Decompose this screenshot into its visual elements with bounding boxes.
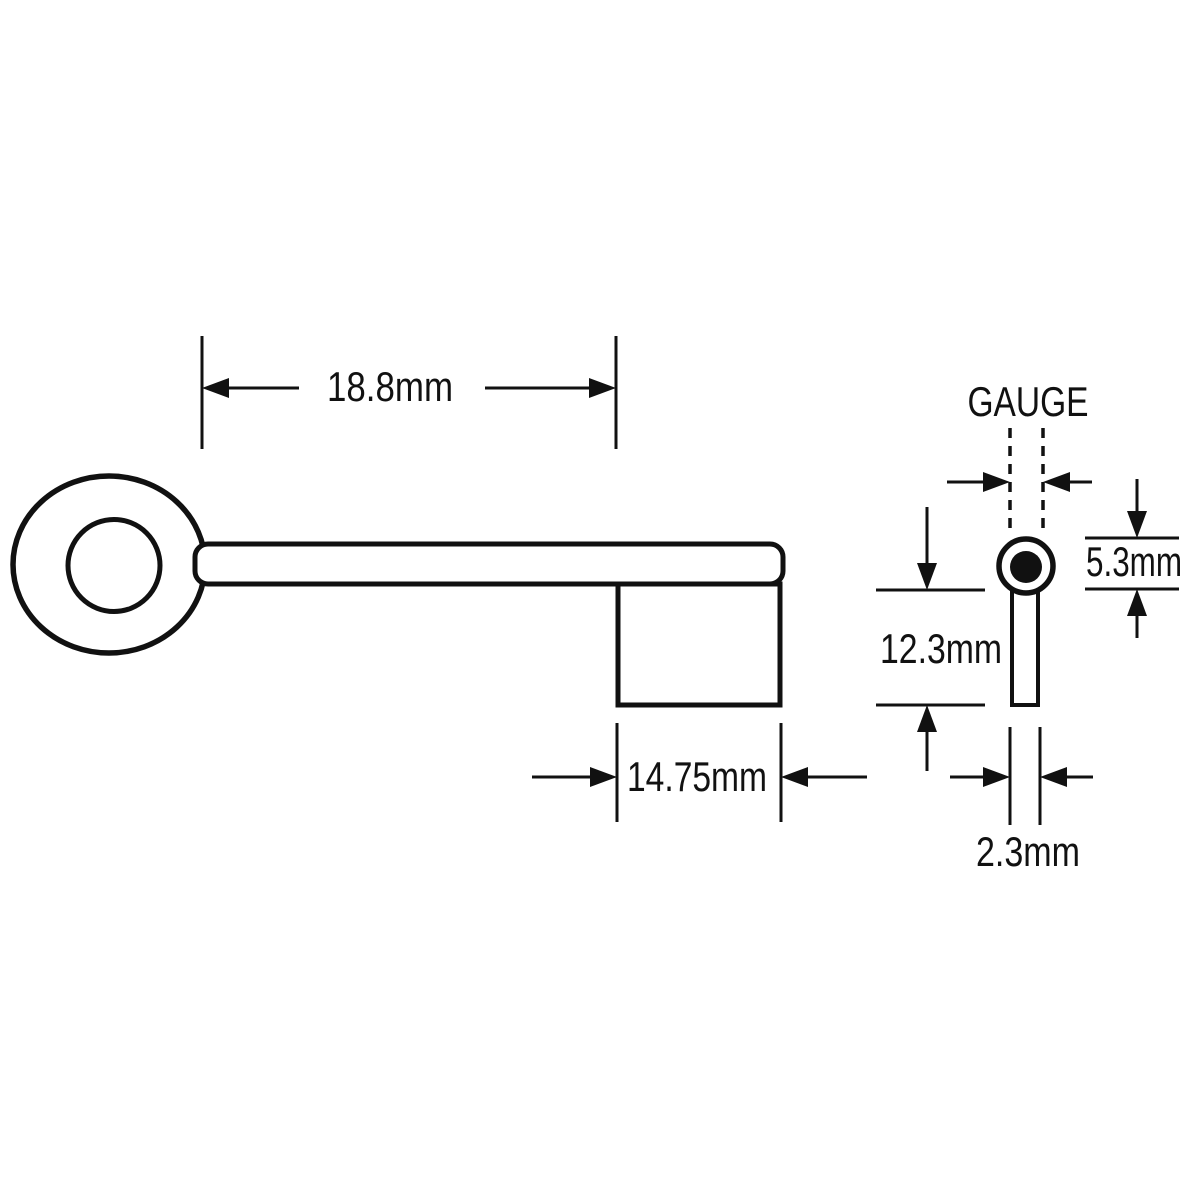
arrow-right-icon <box>589 378 616 398</box>
arrow-left-icon <box>1043 472 1070 492</box>
arrow-left-icon <box>781 767 808 787</box>
dimension-bit-width: 14.75mm <box>532 723 867 822</box>
dimension-label: 18.8mm <box>327 363 453 410</box>
arrow-up-icon <box>1127 589 1147 616</box>
arrow-right-icon <box>983 767 1010 787</box>
key-side-view <box>10 473 786 708</box>
arrow-down-icon <box>917 563 937 590</box>
dimension-shaft-length: 18.8mm <box>200 336 618 449</box>
arrow-left-icon <box>202 378 229 398</box>
dimension-blade-thickness: 2.3mm <box>950 727 1093 875</box>
arrow-left-icon <box>1040 767 1067 787</box>
key-bit <box>615 581 783 708</box>
gauge-label: GAUGE <box>968 378 1089 425</box>
arrow-right-icon <box>983 472 1010 492</box>
dimension-label: 14.75mm <box>627 753 767 800</box>
dimension-label: 5.3mm <box>1086 538 1182 585</box>
key-bow-hole <box>65 517 163 614</box>
arrow-down-icon <box>1127 511 1147 538</box>
dimension-blade-length: 12.3mm <box>876 507 1002 771</box>
key-shaft <box>192 541 786 587</box>
dimension-head-diameter: 5.3mm <box>1085 479 1182 638</box>
dimension-label: 2.3mm <box>976 828 1080 875</box>
gauge-callout: GAUGE <box>947 378 1092 534</box>
arrow-up-icon <box>917 705 937 732</box>
arrow-right-icon <box>590 767 617 787</box>
key-end-view <box>996 536 1056 707</box>
key-core-dot <box>1010 551 1042 583</box>
dimension-label: 12.3mm <box>880 625 1002 672</box>
